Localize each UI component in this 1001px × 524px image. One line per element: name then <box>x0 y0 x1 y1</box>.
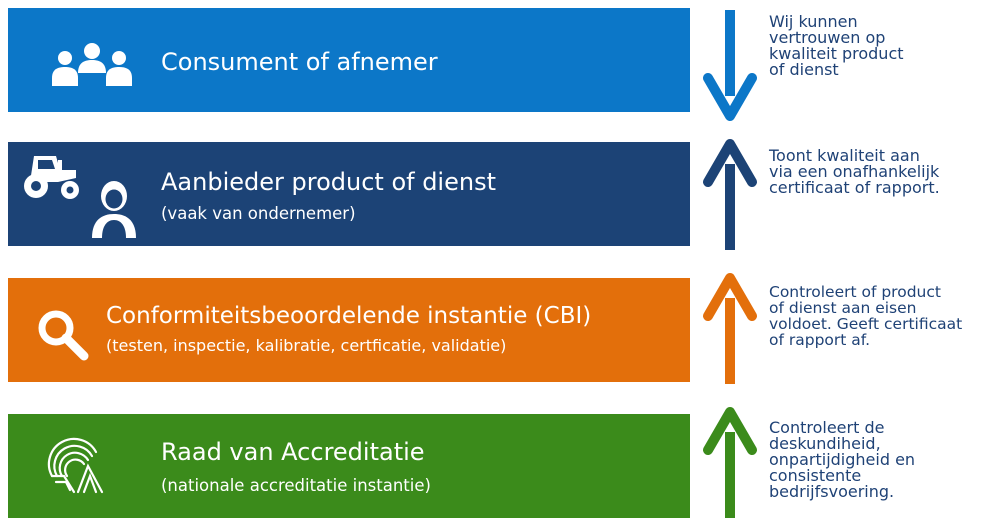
arrow-up <box>703 139 757 250</box>
level-title: Consument of afnemer <box>161 48 438 76</box>
person-icon <box>92 181 136 238</box>
arrow-down <box>703 10 757 121</box>
arrow-up <box>703 273 757 384</box>
tractor-icon <box>24 156 79 199</box>
level-title: Conformiteitsbeoordelende instantie (CBI… <box>106 303 592 329</box>
level-cbi: Conformiteitsbeoordelende instantie (CBI… <box>8 278 690 382</box>
note-rva: Controleert de deskundiheid, onpartijdig… <box>769 418 916 501</box>
people-group-icon <box>52 43 132 86</box>
magnifier-icon <box>38 310 89 361</box>
level-subtitle: (nationale accreditatie instantie) <box>161 476 431 495</box>
level-title: Aanbieder product of dienst <box>161 168 496 196</box>
level-rva: Raad van Accreditatie (nationale accredi… <box>8 414 690 518</box>
level-consumer: Consument of afnemer <box>8 8 690 112</box>
level-title: Raad van Accreditatie <box>161 438 425 466</box>
level-subtitle: (testen, inspectie, kalibratie, certfica… <box>106 336 507 355</box>
level-subtitle: (vaak van ondernemer) <box>161 204 356 223</box>
arrow-up <box>703 407 757 518</box>
rva-logo-icon <box>47 437 104 494</box>
note-provider: Toont kwaliteit aan via een onafhankelij… <box>769 146 940 197</box>
note-cbi: Controleert of product of dienst aan eis… <box>769 283 963 349</box>
level-provider: Aanbieder product of dienst (vaak van on… <box>8 142 690 246</box>
note-consumer: Wij kunnen vertrouwen op kwaliteit produ… <box>769 12 904 79</box>
